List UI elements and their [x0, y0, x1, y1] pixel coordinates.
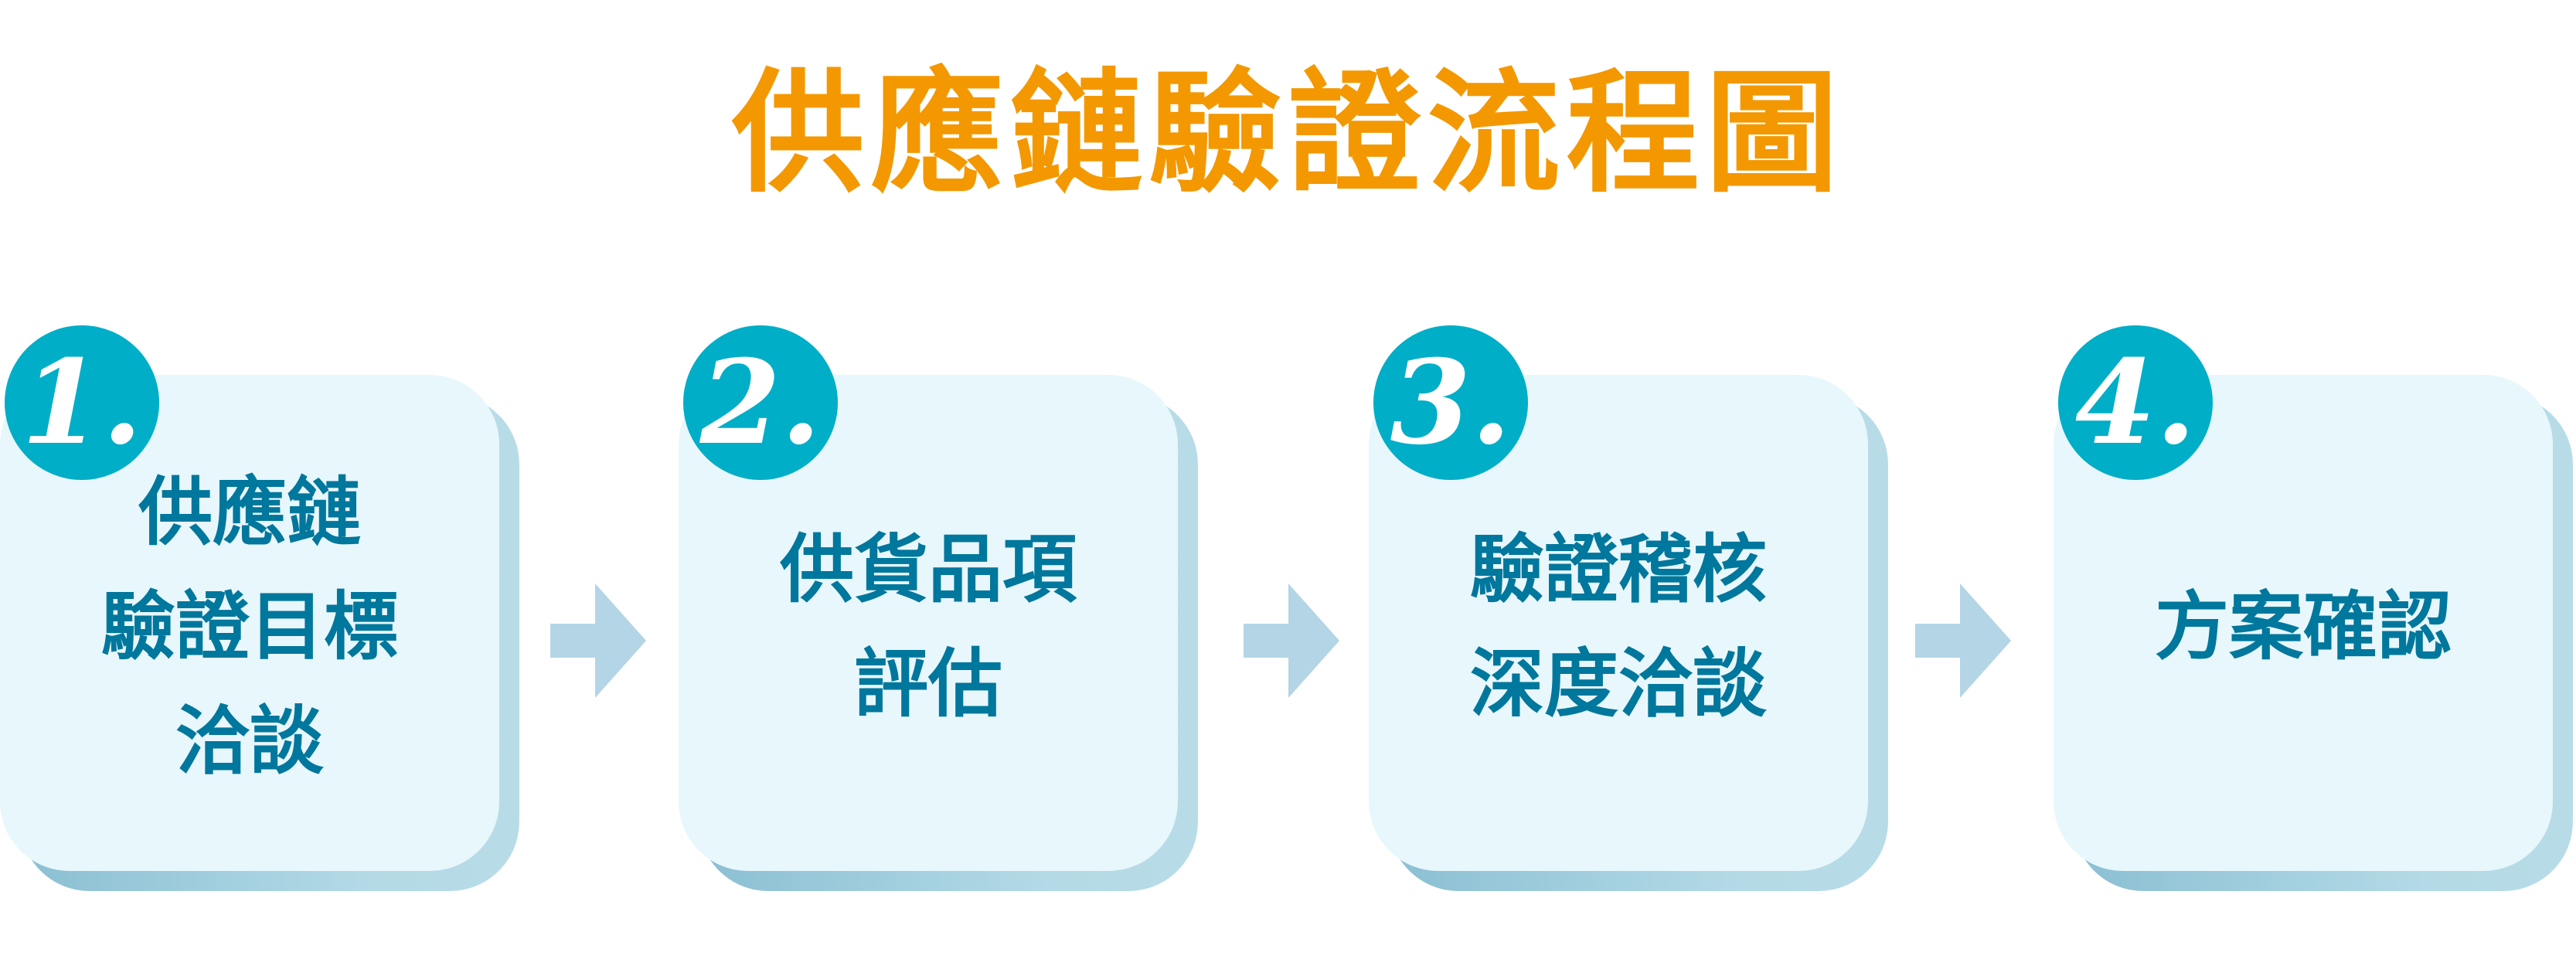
arrow-right-icon — [1244, 583, 1339, 698]
step-3: 驗證稽核 深度洽談 3. — [1369, 325, 1888, 891]
arrow-right-icon — [550, 583, 646, 698]
step-1: 供應鏈 驗證目標 洽談 1. — [0, 325, 519, 891]
arrow-right-icon — [1915, 583, 2011, 698]
step-number-badge: 4. — [2058, 325, 2213, 480]
step-number-badge: 3. — [1373, 325, 1528, 480]
step-2: 供貨品項 評估 2. — [679, 325, 1198, 891]
step-number-badge: 1. — [5, 325, 159, 480]
step-number-badge: 2. — [683, 325, 838, 480]
diagram-title: 供應鏈驗證流程圖 — [731, 56, 1845, 211]
step-4: 方案確認 4. — [2054, 325, 2573, 891]
step-text: 供貨品項 評估 — [780, 526, 1077, 727]
step-text: 供應鏈 驗證目標 洽談 — [101, 469, 398, 784]
step-text: 方案確認 — [2155, 583, 2452, 670]
step-text: 驗證稽核 深度洽談 — [1470, 526, 1767, 727]
